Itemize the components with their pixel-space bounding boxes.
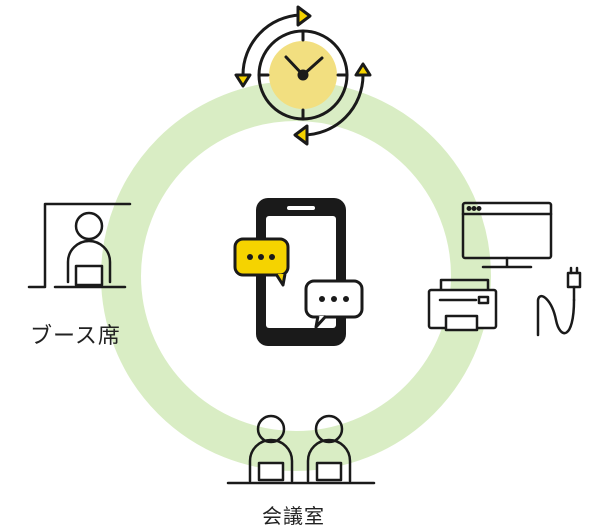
booth-desk-icon [27,202,132,289]
smartphone-chat-icon [233,198,364,346]
booth-label: ブース席 [30,324,121,349]
meeting-room-label: 会議室 [262,504,325,528]
printer-icon [427,278,498,332]
power-plug-icon [536,266,582,337]
chat-bubble-white-icon [304,279,364,329]
chat-bubble-yellow-icon [233,237,290,287]
office-equipment-icon [427,201,582,337]
clock-cycle-icon [234,5,372,146]
monitor-icon [461,201,553,269]
meeting-people-icon [226,414,376,485]
